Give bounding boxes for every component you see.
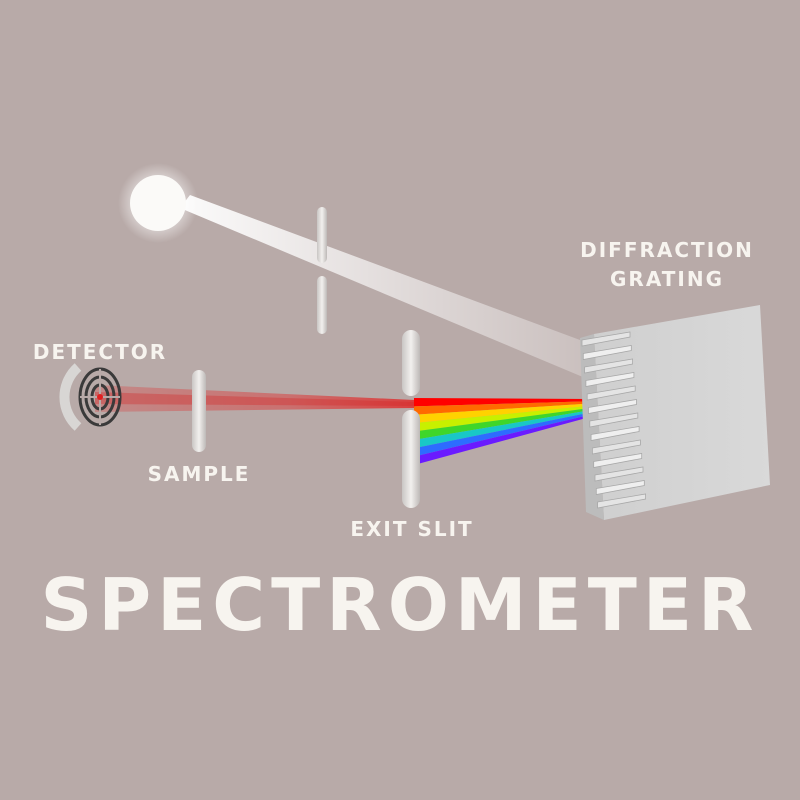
grating-groove [594, 466, 644, 482]
dispersed-spectrum [414, 398, 590, 465]
label-diffraction-grating-line2: GRATING [610, 267, 724, 291]
page-title: SPECTROMETER [41, 563, 760, 647]
spectrum-band [414, 405, 590, 432]
label-diffraction-grating-line1: DIFFRACTION [580, 238, 754, 262]
incident-white-beam [180, 195, 590, 380]
entrance-slit [317, 207, 327, 334]
spectrum-band [414, 408, 590, 440]
grating-groove [585, 372, 635, 387]
label-sample: SAMPLE [148, 462, 251, 486]
sample-cuvette [192, 370, 206, 452]
grating-groove [581, 331, 631, 347]
grating-groove [589, 412, 639, 428]
grating-groove [584, 358, 633, 374]
light-source [130, 175, 186, 231]
spectrum-band [414, 398, 590, 407]
red-beam-core [95, 392, 415, 406]
spectrum-band [414, 401, 590, 415]
grating-grooves [581, 331, 646, 509]
grating-groove [582, 345, 632, 360]
grating-groove [595, 480, 645, 495]
grating-groove [590, 426, 640, 441]
grating-groove [597, 493, 646, 509]
detector [59, 363, 122, 431]
grating-groove [593, 453, 643, 468]
label-detector: DETECTOR [33, 340, 167, 364]
exit-slit [402, 330, 420, 508]
grating-groove [586, 385, 636, 401]
spectrum-band [414, 414, 590, 465]
diffraction-grating [580, 305, 770, 520]
spectrum-band [414, 403, 590, 424]
spectrum-band [414, 412, 590, 457]
spectrum-band [414, 410, 590, 449]
label-exit-slit: EXIT SLIT [350, 517, 473, 541]
grating-groove [588, 399, 637, 414]
detector-sensor-dot [97, 394, 103, 400]
red-transmitted-beam [95, 385, 415, 412]
grating-groove [592, 439, 641, 455]
